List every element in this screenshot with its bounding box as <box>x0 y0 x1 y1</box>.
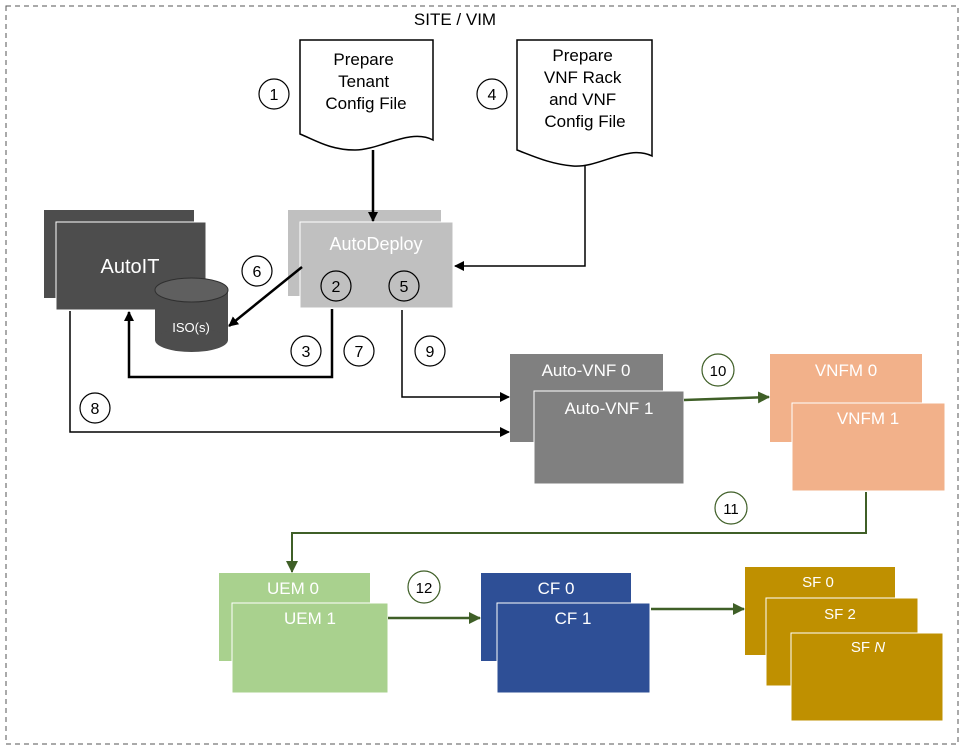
step-3-label: 3 <box>302 344 311 361</box>
iso-database-icon <box>154 277 229 352</box>
autodeploy-label: AutoDeploy <box>329 234 422 254</box>
cf-1-box <box>496 602 651 694</box>
arrow-autovnf-to-vnfm <box>683 391 770 404</box>
autoit-label: AutoIT <box>101 256 160 278</box>
vnf-doc-line-3: and VNF <box>549 90 616 109</box>
arrow-autoit-to-autovnf <box>69 311 510 437</box>
vnf-doc-line-2: VNF Rack <box>544 68 622 87</box>
arrow-autodeploy-to-autoit <box>124 309 334 379</box>
arrow-autodeploy-to-iso <box>228 266 303 327</box>
step-12-marker: 12 <box>407 570 441 604</box>
iso-label: ISO(s) <box>172 320 210 335</box>
autovnf-1-box <box>533 390 685 485</box>
site-label: SITE / VIM <box>414 10 496 29</box>
step-9-marker: 9 <box>414 335 446 367</box>
sf-2-label: SF 2 <box>824 606 856 623</box>
step-6-label: 6 <box>253 264 262 281</box>
svg-text:Prepare Tenant Config: Prepare Tenant Config File <box>325 50 406 113</box>
step-5-label: 5 <box>400 279 409 296</box>
step-7-label: 7 <box>355 344 364 361</box>
step-2-marker: 2 <box>320 270 352 302</box>
vnf-doc-line-1: Prepare <box>552 46 612 65</box>
uem-1-box <box>231 602 389 694</box>
sf-0-label: SF 0 <box>802 574 834 591</box>
site-boundary <box>5 5 959 745</box>
step-10-label: 10 <box>710 363 727 380</box>
step-9-label: 9 <box>426 344 435 361</box>
arrow-vnfm-to-uem <box>286 492 867 573</box>
step-4-label: 4 <box>488 87 497 104</box>
vnf-doc-line-4: Config File <box>544 112 625 131</box>
step-2-label: 2 <box>332 279 341 296</box>
sf-n-box <box>790 632 944 722</box>
sf-n-label: SF N <box>851 639 885 656</box>
arrow-vnfconfig-to-autodeploy <box>454 166 586 271</box>
step-8-marker: 8 <box>79 392 111 424</box>
sf-n-prefix: SF <box>851 639 874 656</box>
uem-0-label: UEM 0 <box>267 579 319 598</box>
cf-1-label: CF 1 <box>555 609 592 628</box>
vnfm-1-box <box>791 402 946 492</box>
tenant-config-document <box>299 39 434 151</box>
step-3-marker: 3 <box>290 335 322 367</box>
step-4-marker: 4 <box>476 78 508 110</box>
vnf-config-document <box>516 39 653 167</box>
step-5-marker: 5 <box>388 270 420 302</box>
sf-n-suffix: N <box>874 639 885 656</box>
vnfm-1-label: VNFM 1 <box>837 409 899 428</box>
step-7-marker: 7 <box>343 335 375 367</box>
step-6-marker: 6 <box>241 255 273 287</box>
step-8-label: 8 <box>91 401 100 418</box>
tenant-doc-line-1: Prepare <box>333 50 393 69</box>
step-11-label: 11 <box>723 501 739 518</box>
tenant-doc-line-3: Config File <box>325 94 406 113</box>
arrow-autodeploy-to-autovnf <box>401 310 510 402</box>
step-1-label: 1 <box>270 87 279 104</box>
step-11-marker: 11 <box>714 491 748 525</box>
cf-0-label: CF 0 <box>538 579 575 598</box>
autovnf-0-label: Auto-VNF 0 <box>542 361 631 380</box>
svg-text:Prepare VNF Rack and V: Prepare VNF Rack and VNF Config File <box>544 46 626 131</box>
step-1-marker: 1 <box>258 78 290 110</box>
autovnf-1-label: Auto-VNF 1 <box>565 399 654 418</box>
step-12-label: 12 <box>416 580 433 597</box>
tenant-doc-line-2: Tenant <box>338 72 389 91</box>
step-10-marker: 10 <box>701 353 735 387</box>
uem-1-label: UEM 1 <box>284 609 336 628</box>
vnfm-0-label: VNFM 0 <box>815 361 877 380</box>
